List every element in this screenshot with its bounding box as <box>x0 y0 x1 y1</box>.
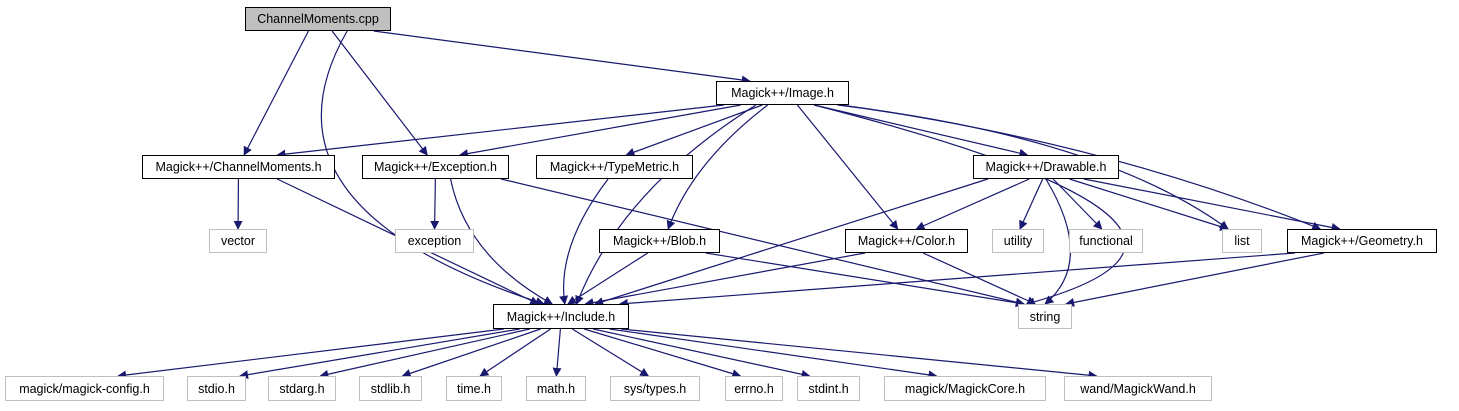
node-stdio-h: stdio.h <box>187 376 246 401</box>
node-color-h[interactable]: Magick++/Color.h <box>845 229 968 253</box>
edge-include-h-to-errno-h <box>583 328 742 378</box>
edge-image-h-to-exception-h <box>459 104 741 159</box>
edge-include-h-to-time-h <box>479 328 551 377</box>
edge-include-h-to-magickwand-h <box>620 328 1098 380</box>
edge-image-h-to-string <box>813 104 1126 307</box>
node-errno-h: errno.h <box>725 376 783 401</box>
edge-layer <box>117 30 1341 380</box>
edge-color-h-to-string <box>922 252 1037 305</box>
node-exception-h[interactable]: Magick++/Exception.h <box>362 155 509 179</box>
edge-geometry-h-to-include-h <box>618 252 1296 308</box>
node-channelmoments-h[interactable]: Magick++/ChannelMoments.h <box>142 155 335 179</box>
edge-image-h-to-color-h <box>796 104 899 230</box>
edge-exception-h-to-include-h <box>449 178 553 305</box>
node-magick-config-h: magick/magick-config.h <box>5 376 164 401</box>
edge-typemetric-h-to-include-h <box>559 178 609 305</box>
edge-drawable-h-to-include-h <box>594 178 988 306</box>
node-math-h: math.h <box>526 376 586 401</box>
node-vector: vector <box>209 229 267 253</box>
node-include-h[interactable]: Magick++/Include.h <box>493 304 629 329</box>
edge-image-h-to-list <box>837 104 1229 230</box>
edge-drawable-h-to-geometry-h <box>1083 178 1341 232</box>
node-magickcore-h: magick/MagickCore.h <box>884 376 1046 401</box>
edge-color-h-to-include-h <box>584 252 866 307</box>
node-geometry-h[interactable]: Magick++/Geometry.h <box>1287 229 1437 253</box>
edge-include-h-to-magick-config-h <box>117 328 504 380</box>
node-blob-h[interactable]: Magick++/Blob.h <box>599 229 720 253</box>
edge-blob-h-to-include-h <box>567 252 649 305</box>
edge-include-h-to-math-h <box>552 328 562 377</box>
edge-blob-h-to-string <box>705 252 1025 308</box>
node-exception: exception <box>395 229 474 253</box>
edge-exception-h-to-exception <box>430 178 440 230</box>
edge-image-h-to-typemetric-h <box>625 104 763 157</box>
node-channelmoments-cpp[interactable]: ChannelMoments.cpp <box>245 7 391 31</box>
node-time-h: time.h <box>446 376 502 401</box>
edge-image-h-to-drawable-h <box>813 104 1029 158</box>
edge-drawable-h-to-utility <box>1019 178 1044 230</box>
edge-drawable-h-to-functional <box>1052 178 1103 230</box>
node-stdint-h: stdint.h <box>797 376 860 401</box>
edge-drawable-h-to-list <box>1069 178 1230 231</box>
node-magickwand-h: wand/MagickWand.h <box>1064 376 1212 401</box>
edge-exception-h-to-string <box>500 178 1025 307</box>
edge-include-h-to-stdarg-h <box>319 328 531 379</box>
node-string: string <box>1018 304 1072 329</box>
edge-channelmoments-cpp-to-exception-h <box>331 30 428 156</box>
edge-channelmoments-cpp-to-include-h <box>320 30 545 306</box>
edge-geometry-h-to-string <box>1065 252 1325 307</box>
node-functional: functional <box>1069 229 1143 253</box>
node-stdlib-h: stdlib.h <box>359 376 422 401</box>
edge-image-h-to-blob-h <box>666 104 769 230</box>
edge-include-h-to-stdint-h <box>592 328 811 379</box>
edge-drawable-h-to-color-h <box>915 178 1030 230</box>
node-list: list <box>1222 229 1262 253</box>
node-stdarg-h: stdarg.h <box>268 376 336 401</box>
edge-include-h-to-stdlib-h <box>401 328 541 378</box>
node-typemetric-h[interactable]: Magick++/TypeMetric.h <box>536 155 693 179</box>
edge-include-h-to-magickcore-h <box>609 328 938 380</box>
edge-channelmoments-cpp-to-channelmoments-h <box>243 30 309 156</box>
edge-drawable-h-to-string <box>1044 178 1071 305</box>
edge-include-h-to-sys-types-h <box>571 328 650 377</box>
edge-image-h-to-channelmoments-h <box>276 104 725 159</box>
edge-channelmoments-cpp-to-image-h <box>373 30 751 85</box>
edge-image-h-to-include-h <box>575 104 757 305</box>
node-utility: utility <box>992 229 1044 253</box>
node-image-h[interactable]: Magick++/Image.h <box>716 81 849 105</box>
edge-include-h-to-stdio-h <box>239 328 520 380</box>
node-sys-types-h: sys/types.h <box>610 376 700 401</box>
node-drawable-h[interactable]: Magick++/Drawable.h <box>973 155 1119 179</box>
